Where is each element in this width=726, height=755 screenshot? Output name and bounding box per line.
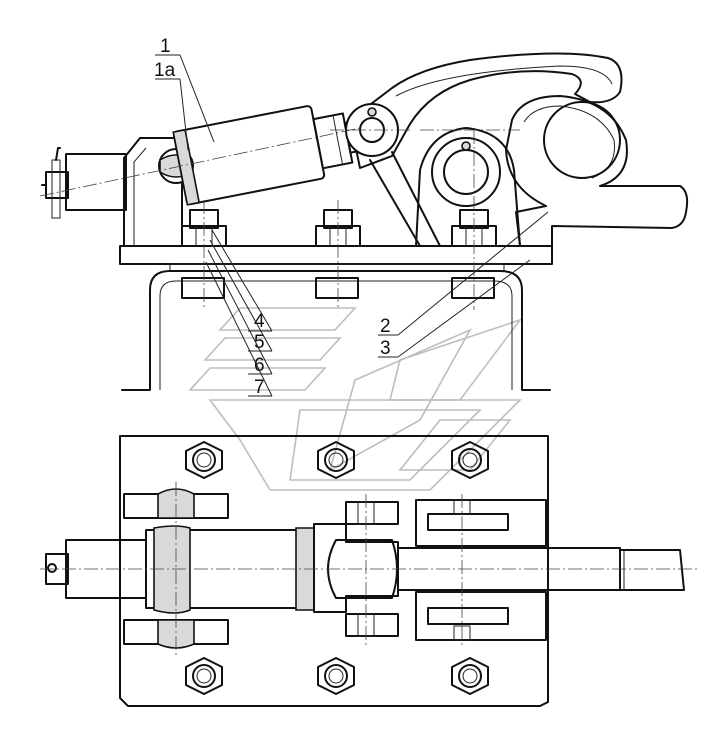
plan-bolt-3 [451,441,489,479]
clamp-hook-jaw [505,95,689,247]
main-pivot-pin [431,137,501,207]
plan-pivot-support-top [415,499,547,547]
plan-link-pin-top [345,501,399,525]
callout-7: 7 [254,377,265,398]
plan-bolt-1 [185,441,223,479]
side-view [39,52,689,391]
callout-1a: 1a [154,60,176,81]
plan-bolt-2 [317,441,355,479]
bottom-nut-left [181,277,225,299]
plan-clevis-fork [313,523,399,613]
plan-bolt-4 [185,657,223,695]
cylinder-rear-cap [65,153,127,211]
callout-3: 3 [380,338,391,359]
callout-2: 2 [380,316,391,337]
plan-pivot-support-bottom [415,591,547,641]
main-pivot-support [415,127,521,247]
callout-4: 4 [254,311,265,332]
callout-6: 6 [254,355,265,376]
workpiece-round-bar [543,101,621,179]
clamp-lever-arm [349,52,623,169]
plan-bolt-5 [317,657,355,695]
mounting-bracket [121,270,551,391]
plan-view [40,435,700,707]
connecting-strap [369,159,421,247]
bottom-nut-right [451,277,495,299]
watermark-logo [188,307,523,491]
bottom-nut-center [315,277,359,299]
callout-1: 1 [160,36,171,57]
plan-base-plate [119,435,549,707]
callout-5: 5 [254,332,265,353]
plan-link-pin-bottom [345,613,399,637]
callout-leaders [155,54,549,397]
cylinder-body [172,105,354,206]
plan-bolt-6 [451,657,489,695]
shim-plate [169,263,505,272]
